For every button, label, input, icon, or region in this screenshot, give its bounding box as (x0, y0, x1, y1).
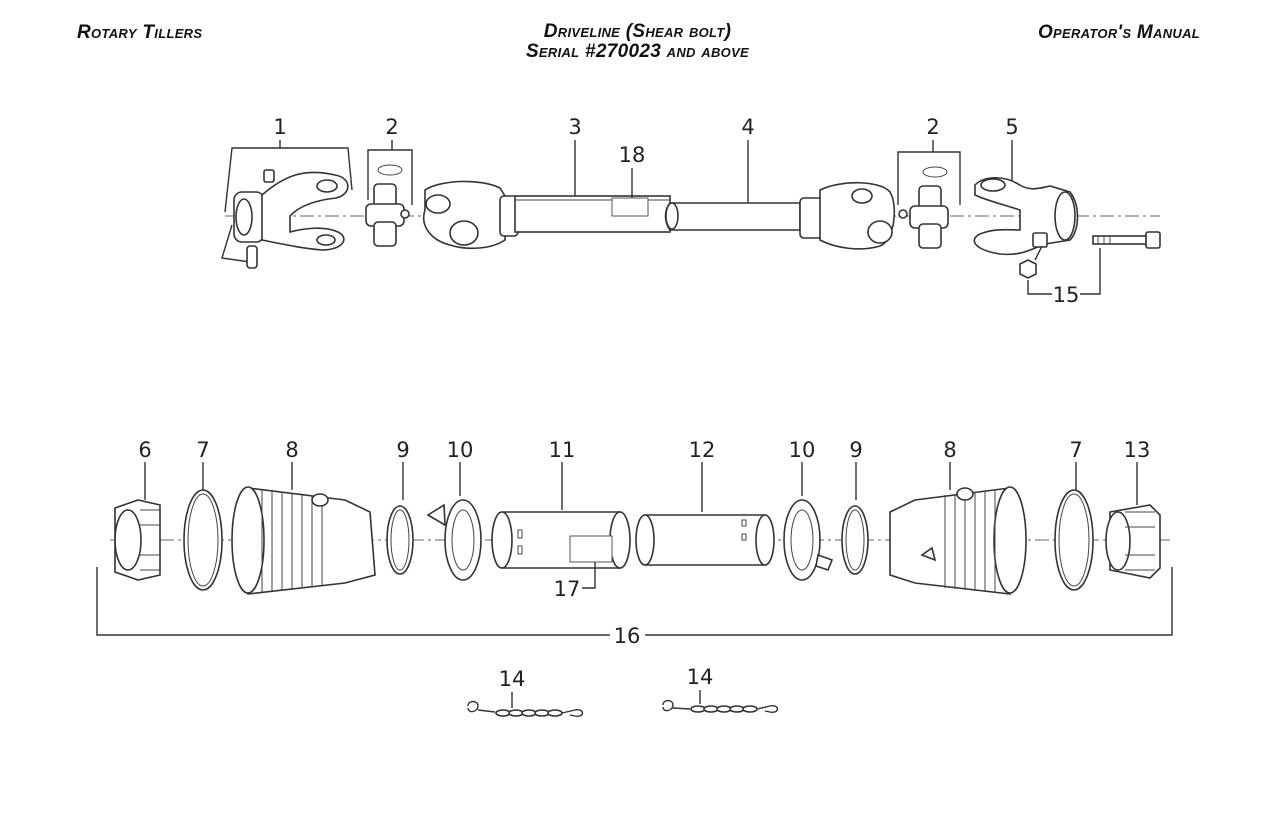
part-4-inner-shaft-half (664, 140, 896, 250)
part-12-inner-guard-tube (635, 462, 775, 566)
part-10-bearing-left (426, 462, 482, 581)
part-17-label-decal (569, 535, 613, 563)
callout-13: 13 (1124, 438, 1151, 462)
part-8-guard-cone-left (231, 462, 376, 595)
callout-2-left: 2 (385, 115, 398, 139)
callout-3: 3 (568, 115, 581, 139)
part-16-bracket-left (96, 567, 610, 636)
part-6-bearing-ring (114, 462, 161, 581)
part-7-retaining-ring-left (183, 462, 223, 591)
callout-1: 1 (273, 115, 286, 139)
part-9-ring-right (841, 462, 869, 575)
callout-9-right: 9 (849, 438, 862, 462)
part-2-cross-kit-left (365, 140, 413, 247)
callout-11: 11 (549, 438, 576, 462)
part-14-safety-chain-left (467, 692, 584, 717)
callout-15: 15 (1053, 283, 1080, 307)
header-center: Driveline (Shear bolt) Serial #270023 an… (0, 22, 1275, 62)
callout-16: 16 (614, 624, 641, 648)
part-14-safety-chain-right (662, 690, 779, 713)
header-title: Driveline (Shear bolt) (543, 21, 732, 42)
header-left: Rotary Tillers (77, 22, 203, 43)
part-1-yoke-assembly (221, 140, 353, 269)
part-3-outer-shaft-half (423, 140, 671, 250)
part-10-bearing-right (783, 462, 834, 581)
callout-18: 18 (619, 143, 646, 167)
part-18-label-decal (611, 197, 649, 217)
callout-14-left: 14 (499, 667, 526, 691)
part-8-guard-cone-right (889, 462, 1027, 595)
part-2-cross-kit-right (897, 140, 961, 249)
callout-7-right: 7 (1069, 438, 1082, 462)
callout-12: 12 (689, 438, 716, 462)
callout-5: 5 (1005, 115, 1018, 139)
callout-6: 6 (138, 438, 151, 462)
callout-10-right: 10 (789, 438, 816, 462)
part-5-shear-bolt-yoke (973, 140, 1161, 295)
callout-8-left: 8 (285, 438, 298, 462)
callout-8-right: 8 (943, 438, 956, 462)
callout-14-right: 14 (687, 665, 714, 689)
header-subtitle: Serial #270023 and above (525, 41, 750, 62)
part-9-ring-left (386, 462, 414, 575)
part-7-retaining-ring-right (1054, 462, 1094, 591)
part-13-bearing-ring (1105, 462, 1161, 579)
callout-2-right: 2 (926, 115, 939, 139)
callout-4: 4 (741, 115, 754, 139)
part-16-bracket-right (645, 567, 1173, 636)
header-right: Operator's Manual (1037, 22, 1200, 43)
callout-17: 17 (554, 577, 581, 601)
callout-9-left: 9 (396, 438, 409, 462)
callout-10-left: 10 (447, 438, 474, 462)
callout-7-left: 7 (196, 438, 209, 462)
part-11-outer-guard-tube (491, 462, 631, 589)
